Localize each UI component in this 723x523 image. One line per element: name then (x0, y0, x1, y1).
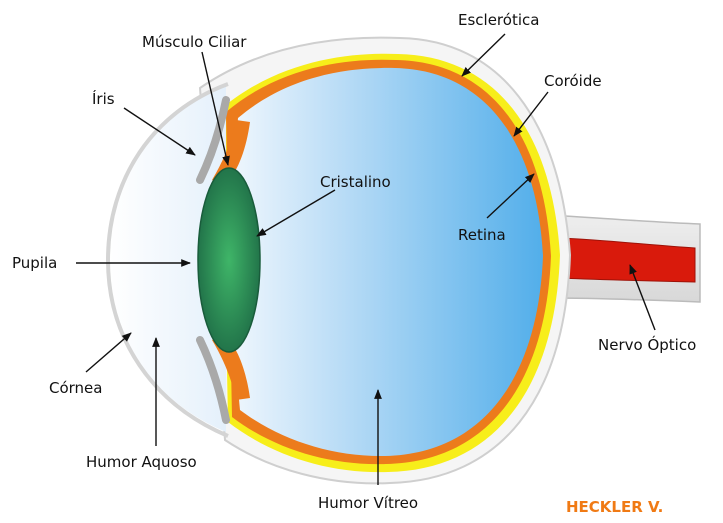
label-retina: Retina (458, 226, 506, 244)
label-pupila: Pupila (12, 254, 57, 272)
credit-label: HECKLER V. (566, 498, 663, 516)
label-cornea: Córnea (49, 379, 102, 397)
label-cristalino: Cristalino (320, 173, 391, 191)
label-humor-aquoso: Humor Aquoso (86, 453, 197, 471)
label-humor-vitreo: Humor Vítreo (318, 494, 418, 512)
label-esclerotica: Esclerótica (458, 11, 539, 29)
label-musculo-ciliar: Músculo Ciliar (142, 33, 247, 51)
arrow-cornea (86, 333, 131, 372)
label-coroide: Coróide (544, 72, 602, 90)
vitreous-humor (234, 68, 543, 456)
label-nervo-optico: Nervo Óptico (598, 335, 696, 354)
lens (198, 168, 260, 352)
label-iris: Íris (92, 89, 115, 108)
